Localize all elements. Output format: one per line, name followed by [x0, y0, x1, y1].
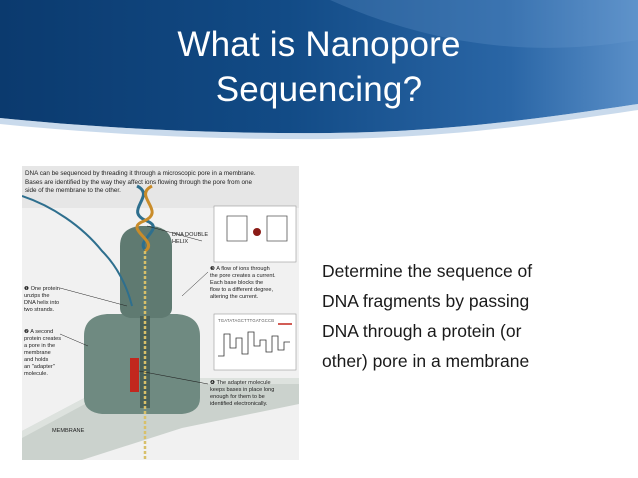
- label-helix-line-1: DNA DOUBLE: [172, 232, 209, 238]
- step1-line-4: two strands.: [24, 307, 55, 313]
- body-line-1: Determine the sequence of: [322, 261, 533, 281]
- slide-title: What is Nanopore Sequencing?: [0, 22, 638, 112]
- body-line-4: other) pore in a membrane: [322, 351, 530, 371]
- step3-line-3: Each base blocks the: [210, 280, 264, 286]
- caption-line-3: side of the membrane to the other.: [25, 187, 121, 195]
- label-helix-line-2: HELIX: [172, 239, 189, 245]
- figure-caption: DNA can be sequenced by threading it thr…: [25, 170, 297, 196]
- step4-line-3: enough for them to be: [210, 394, 265, 400]
- label-step-2: ❷ A second protein creates a pore in the…: [24, 329, 61, 378]
- label-step-4: ❹ The adapter molecule keeps bases in pl…: [210, 380, 274, 408]
- step4-line-1: ❹ The adapter molecule: [210, 380, 271, 386]
- label-step-1: ❶ One protein unzips the DNA helix into …: [24, 286, 60, 314]
- slide-header: What is Nanopore Sequencing?: [0, 0, 638, 140]
- title-line-1: What is Nanopore: [177, 25, 461, 64]
- step2-line-7: molecule.: [24, 371, 48, 377]
- step3-line-4: flow to a different degree,: [210, 287, 274, 293]
- step3-line-5: altering the current.: [210, 294, 259, 300]
- title-line-2: Sequencing?: [215, 70, 423, 109]
- step1-line-2: unzips the: [24, 293, 50, 299]
- step4-line-4: identified electronically.: [210, 401, 268, 407]
- body-line-2: DNA fragments by passing: [322, 291, 530, 311]
- figure-illustration: [22, 166, 299, 460]
- step1-line-1: ❶ One protein: [24, 286, 60, 292]
- step2-line-2: protein creates: [24, 336, 62, 342]
- step3-line-1: ❸ A flow of ions through: [210, 266, 270, 272]
- caption-line-1: DNA can be sequenced by threading it thr…: [25, 170, 256, 177]
- body-line-3: DNA through a protein (or: [322, 321, 522, 341]
- caption-line-2: Bases are identified by the way they aff…: [25, 178, 253, 186]
- step2-line-5: and holds: [24, 357, 49, 363]
- step3-line-2: the pore creates a current.: [210, 273, 276, 279]
- header-background: [0, 0, 638, 140]
- label-membrane: MEMBRANE: [52, 428, 85, 434]
- step2-line-4: membrane: [24, 350, 51, 356]
- label-step-3: ❸ A flow of ions through the pore create…: [210, 266, 276, 301]
- step2-line-6: an "adapter": [24, 364, 55, 370]
- label-dna-helix: DNA DOUBLE HELIX: [172, 232, 208, 246]
- trace-sequence-label: TGATATAGCTTTGATGCCB: [218, 318, 275, 323]
- step2-line-1: ❷ A second: [24, 329, 54, 335]
- step1-line-3: DNA helix into: [24, 300, 60, 306]
- step4-line-2: keeps bases in place long: [210, 387, 275, 393]
- nanopore-figure: DNA can be sequenced by threading it thr…: [22, 166, 299, 460]
- step2-line-3: a pore in the: [24, 343, 56, 349]
- slide-body-text: Determine the sequence of DNA fragments …: [322, 256, 622, 376]
